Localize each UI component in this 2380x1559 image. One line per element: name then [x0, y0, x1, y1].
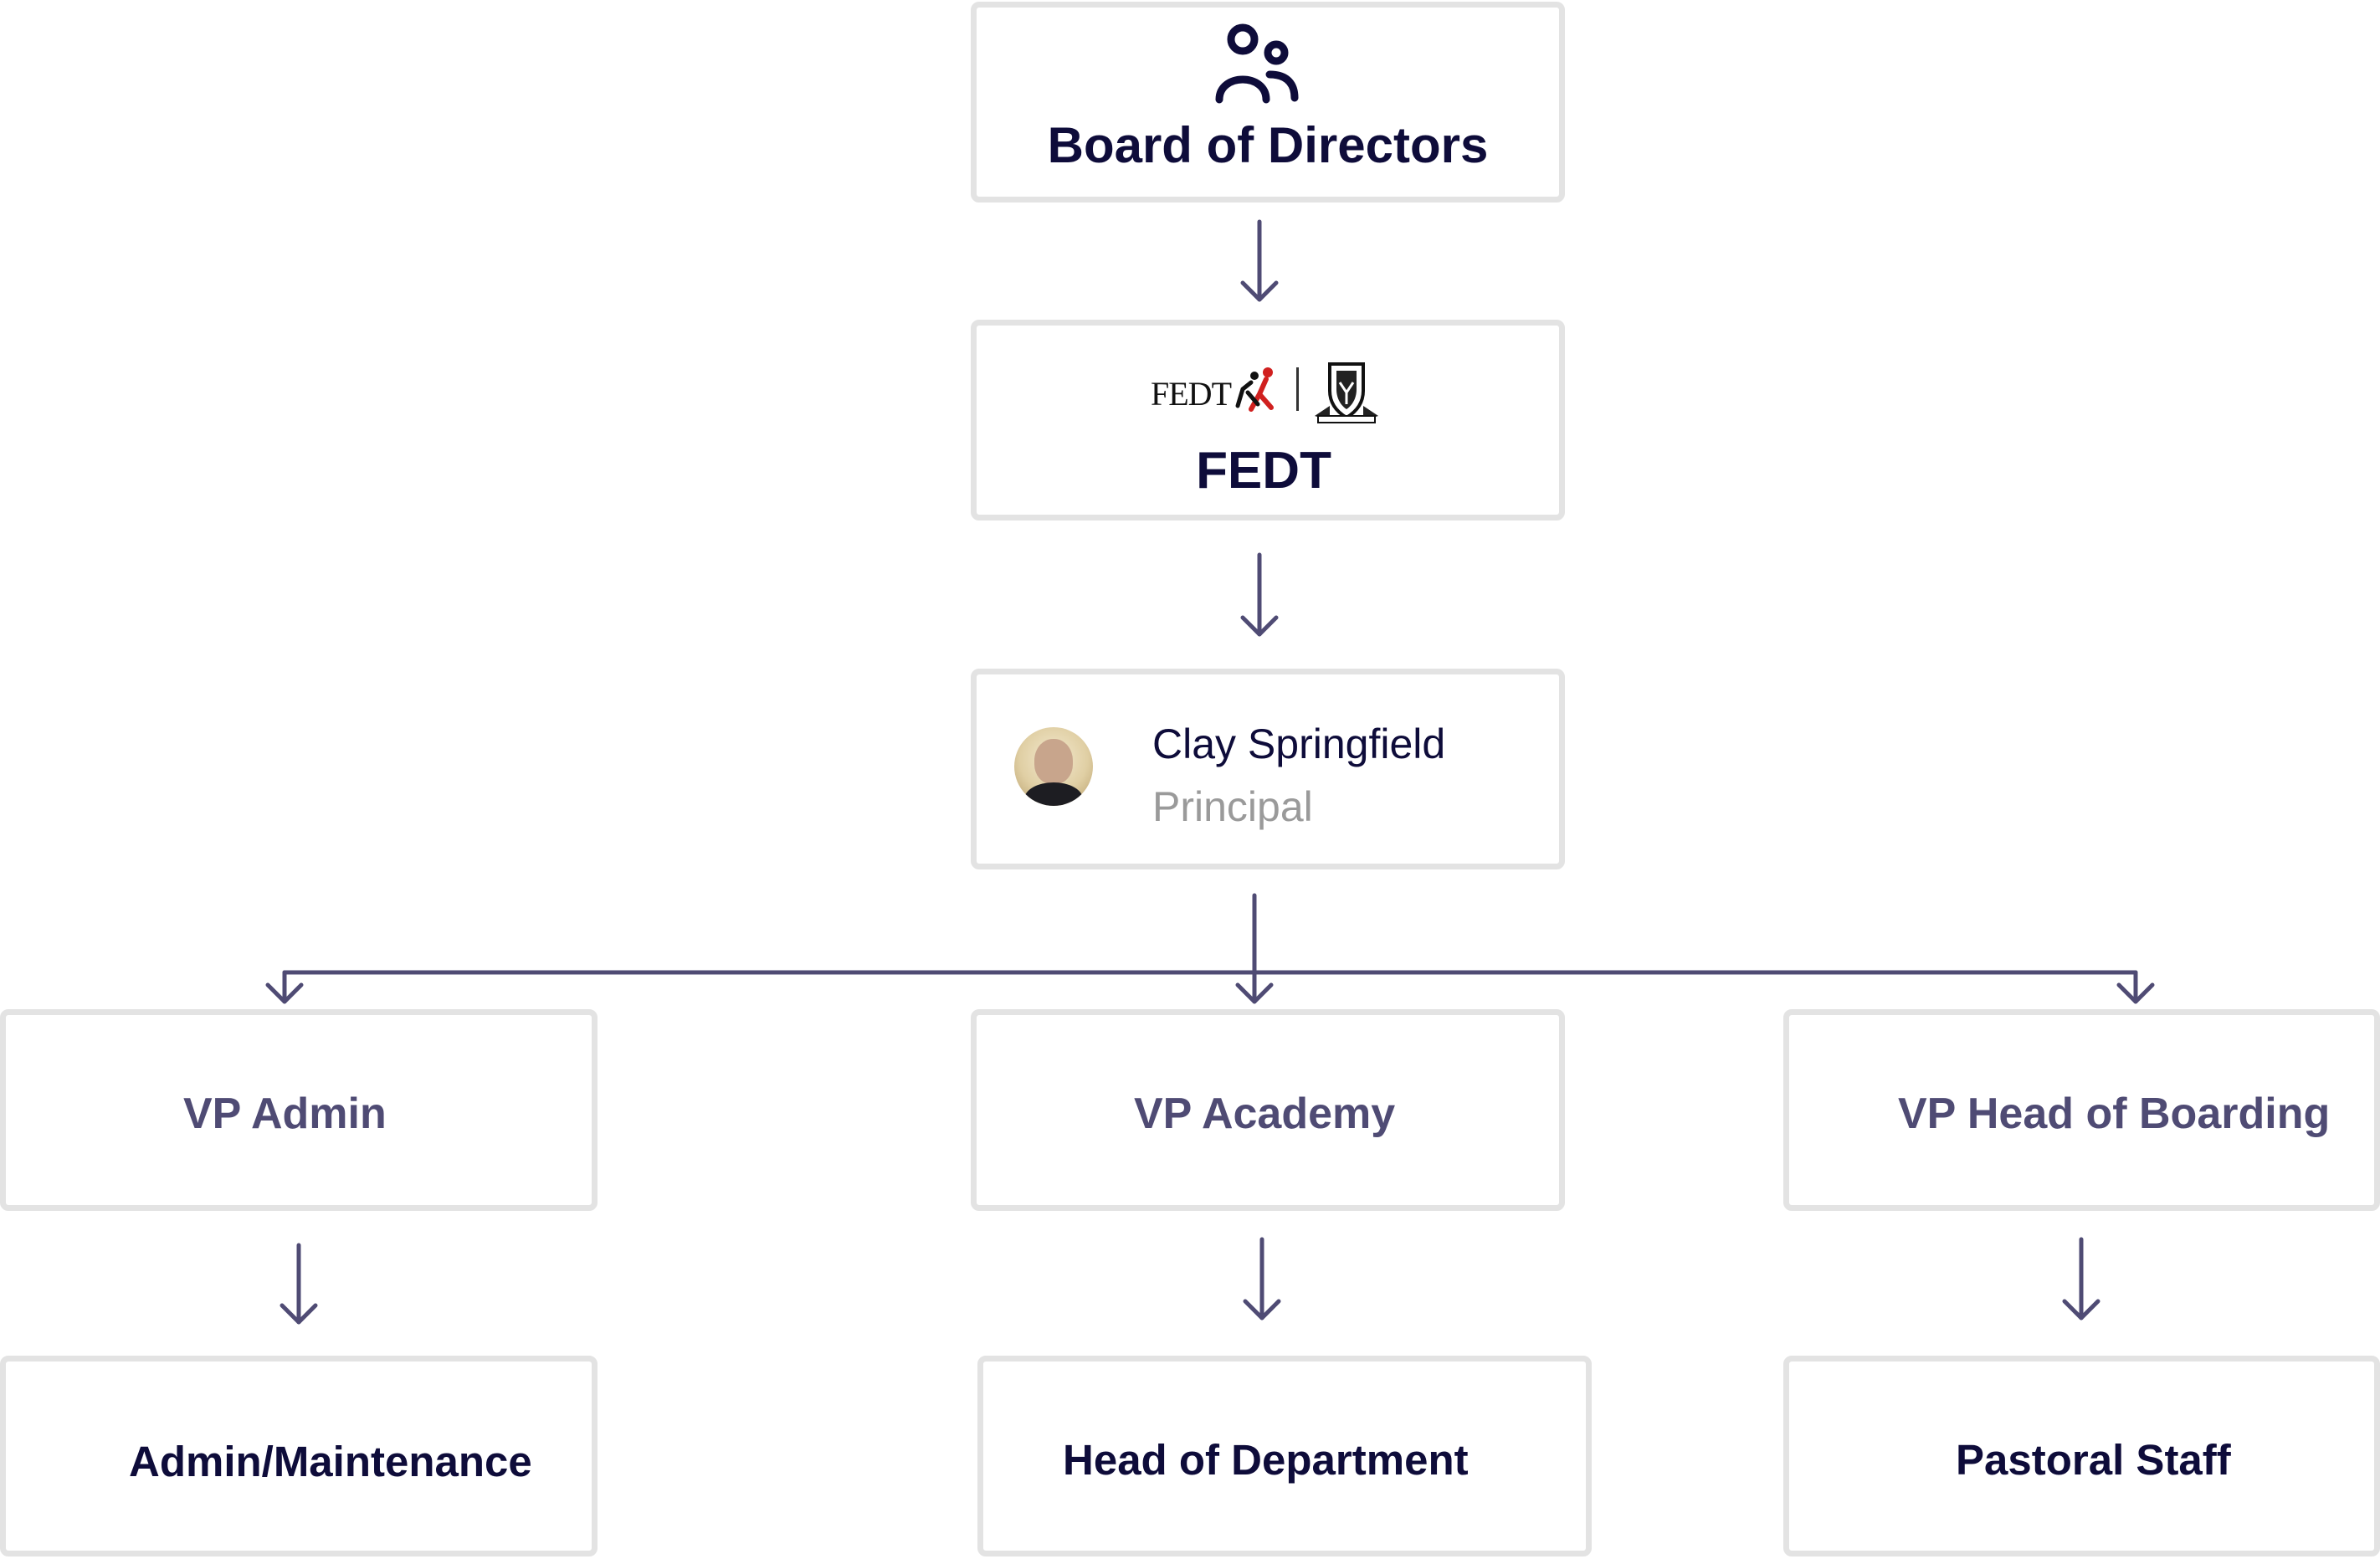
arrow-vp-boarding-to-team [2062, 1237, 2100, 1321]
pastoral-staff-node[interactable]: Pastoral Staff [1783, 1356, 2380, 1556]
principal-node[interactable]: Clay Springfield Principal [971, 669, 1565, 869]
principal-name: Clay Springfield [1152, 721, 1446, 767]
board-of-directors-node[interactable]: Board of Directors [971, 2, 1565, 203]
vp-academy-node[interactable]: VP Academy [971, 1009, 1565, 1211]
vp-head-of-boarding-node[interactable]: VP Head of Boarding [1783, 1009, 2380, 1211]
fedt-title: FEDT [1196, 442, 1331, 500]
arrow-vp-admin-to-team [280, 1243, 318, 1325]
avatar [1014, 727, 1093, 806]
pastoral-staff-label: Pastoral Staff [1956, 1436, 2231, 1484]
fedt-logo-icon: FEDT [1151, 364, 1293, 414]
arrow-board-to-fedt [1240, 219, 1279, 302]
arrow-vp-academy-to-team [1243, 1237, 1281, 1321]
board-title: Board of Directors [1047, 117, 1489, 173]
fedt-node[interactable]: FEDT FEDT [971, 320, 1565, 521]
school-crest-icon [1315, 362, 1378, 423]
arrow-fedt-to-principal [1240, 552, 1279, 637]
vp-admin-label: VP Admin [183, 1090, 387, 1138]
vp-head-of-boarding-label: VP Head of Boarding [1898, 1090, 2331, 1138]
admin-maintenance-node[interactable]: Admin/Maintenance [0, 1356, 598, 1556]
principal-role: Principal [1152, 783, 1313, 830]
head-of-department-node[interactable]: Head of Department [977, 1356, 1592, 1556]
admin-maintenance-label: Admin/Maintenance [129, 1438, 532, 1485]
logo-divider [1296, 367, 1299, 411]
head-of-department-label: Head of Department [1063, 1436, 1469, 1484]
vp-academy-label: VP Academy [1134, 1090, 1396, 1138]
people-icon [1215, 23, 1299, 104]
arrow-principal-to-vps [265, 893, 2155, 1004]
vp-admin-node[interactable]: VP Admin [0, 1009, 598, 1211]
fedt-logo-text: FEDT [1151, 375, 1232, 413]
